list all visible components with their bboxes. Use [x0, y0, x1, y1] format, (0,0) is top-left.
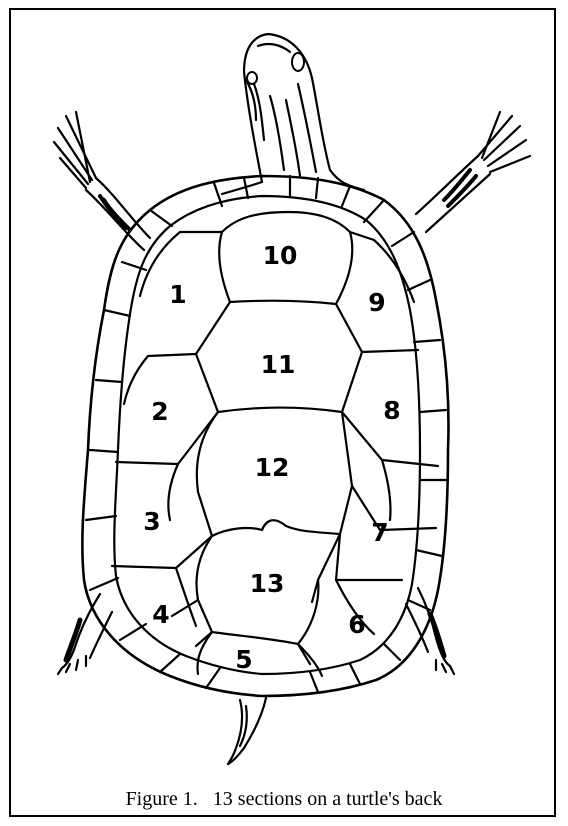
front-right-leg	[416, 112, 530, 232]
scute-label-2: 2	[151, 397, 168, 426]
scute-label-7: 7	[371, 518, 388, 547]
scute-label-6: 6	[348, 610, 365, 639]
vertebral-scute-boundaries	[196, 212, 362, 676]
scute-label-10: 10	[263, 241, 298, 270]
scute-label-1: 1	[169, 280, 186, 309]
figure-caption-text: Figure 1. 13 sections on a turtle's back	[126, 788, 443, 810]
scute-label-5: 5	[235, 645, 252, 674]
scute-label-13: 13	[250, 569, 285, 598]
figure-caption: Figure 1. 13 sections on a turtle's back	[0, 788, 568, 811]
scute-label-3: 3	[143, 507, 160, 536]
scute-label-11: 11	[261, 350, 296, 379]
front-left-leg	[54, 112, 150, 250]
rear-left-leg	[58, 594, 112, 674]
turtle-head	[222, 34, 364, 194]
scute-label-9: 9	[368, 288, 385, 317]
turtle-tail	[228, 698, 266, 764]
scute-label-4: 4	[152, 600, 169, 629]
scute-label-12: 12	[255, 453, 290, 482]
rear-right-leg	[406, 588, 454, 674]
scute-label-8: 8	[383, 396, 400, 425]
